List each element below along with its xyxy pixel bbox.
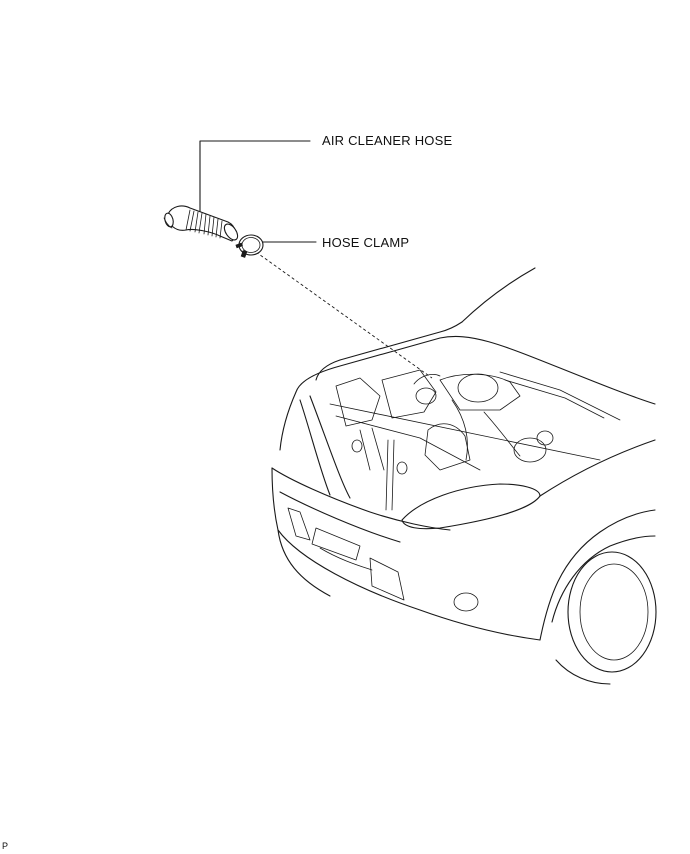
label-hose-clamp: HOSE CLAMP [322,235,410,250]
headlight [401,483,541,530]
engine-components [329,369,621,511]
air-cleaner-hose [163,205,239,242]
corner-code: P [2,841,9,851]
front-bumper [271,467,541,641]
hose-clamp [235,234,264,258]
vehicle-hood [315,267,536,381]
front-fender-wheel [539,439,657,685]
label-air-cleaner-hose: AIR CLEANER HOSE [322,133,453,148]
engine-bay-outline [279,335,656,499]
leader-air-cleaner-hose [199,140,311,215]
